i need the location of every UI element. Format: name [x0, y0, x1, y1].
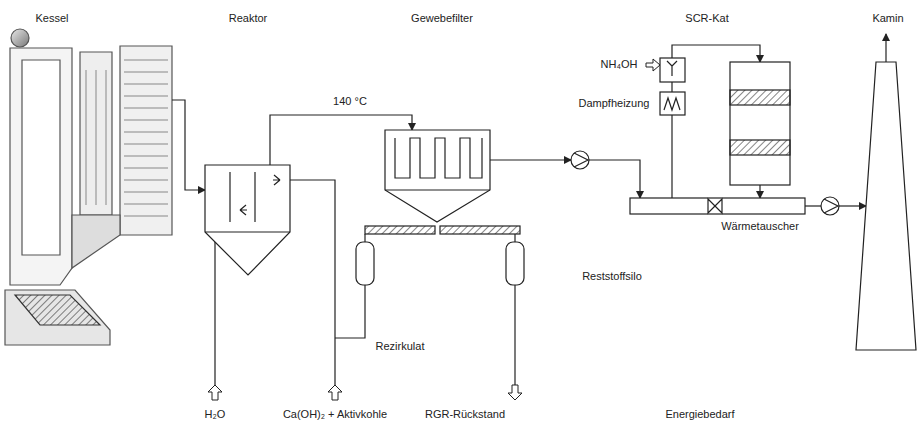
- text-label: Wärmetauscher: [721, 220, 799, 233]
- text-label: NH₄OH: [601, 58, 638, 71]
- text-label: Rezirkulat: [376, 340, 425, 353]
- text-label: Dampfheizung: [579, 97, 650, 110]
- inlet-outlet-arrows: [208, 59, 660, 400]
- text-label: Gewebefilter: [411, 12, 473, 25]
- pipe-lines: [172, 34, 886, 385]
- text-label: Reststoffsilo: [582, 270, 642, 283]
- text-label: Ca(OH)₂ + Aktivkohle: [283, 408, 387, 421]
- text-label: RGR-Rückstand: [425, 408, 505, 421]
- text-label: Reaktor: [229, 12, 268, 25]
- fabric-filter-symbol: [356, 130, 524, 285]
- text-label: Kessel: [35, 12, 68, 25]
- text-label: H₂O: [205, 408, 226, 421]
- text-label: Kamin: [872, 12, 903, 25]
- text-label: Energiebedarf: [665, 408, 734, 421]
- boiler-illustration: [5, 29, 172, 345]
- text-label: SCR-Kat: [685, 12, 728, 25]
- chimney-symbol: [856, 62, 916, 350]
- text-label: 140 °C: [333, 95, 367, 108]
- reactor-symbol: [205, 165, 290, 275]
- scr-section-symbols: [630, 58, 805, 214]
- fan-symbol: [571, 151, 839, 215]
